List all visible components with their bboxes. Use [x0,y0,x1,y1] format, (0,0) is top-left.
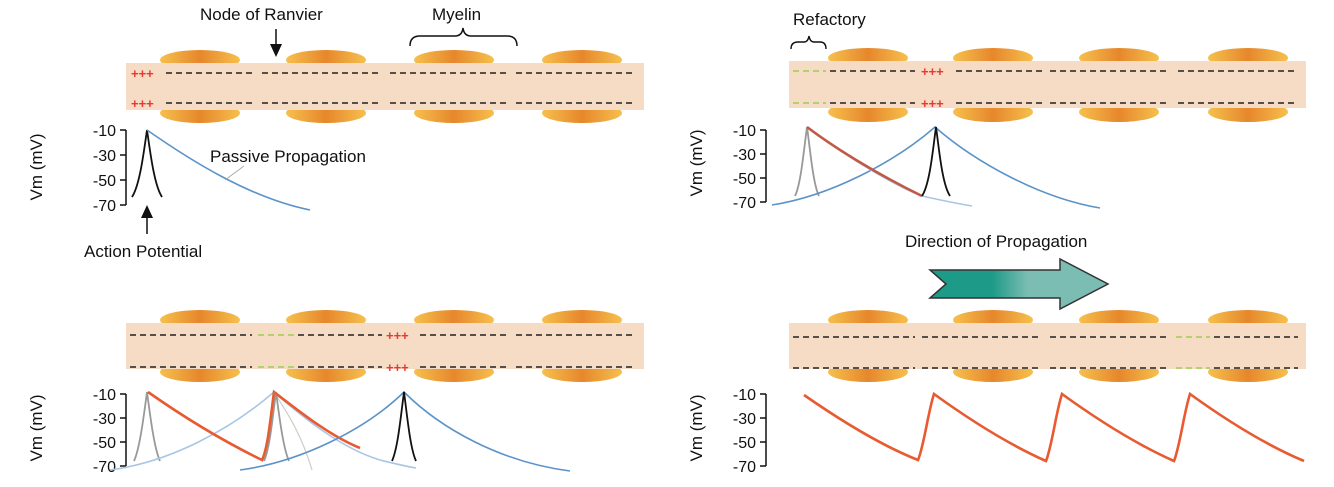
action-potential-label: Action Potential [84,242,202,261]
node-of-ranvier-label: Node of Ranvier [200,5,323,24]
tick-label: -50 [733,171,756,188]
passive-propagation-faded [109,391,275,471]
positive-charges: +++ [921,96,944,111]
positive-charges: +++ [131,66,154,81]
action-potential-spike [921,126,951,197]
tick-label: -50 [93,173,116,190]
positive-charges: +++ [131,96,154,111]
myelin-brace [409,27,518,47]
tick-label: -50 [93,435,116,452]
passive-label-pointer [224,165,245,181]
tick-label: -30 [93,148,116,165]
membrane-lines [793,336,1298,369]
tick-label: -30 [733,411,756,428]
y-axis-label: Vm (mV) [27,394,46,461]
passive-propagation-label: Passive Propagation [210,147,366,166]
tick-label: -10 [93,387,116,404]
myelin-label: Myelin [432,5,481,24]
y-axis-label: Vm (mV) [687,129,706,196]
axon [126,63,644,110]
axon [789,61,1306,108]
tick-label: -70 [93,198,116,215]
axon [789,323,1306,369]
y-axis: -10 -30 -50 -70 Vm (mV) [687,123,767,212]
axon [126,323,644,369]
membrane-lines [793,70,1298,104]
propagating-potential [147,389,361,462]
tick-label: -50 [733,435,756,452]
panel-refractory: +++ +++ Refactory -10 -30 -50 -70 Vm (mV… [687,10,1306,212]
tick-label: -70 [93,459,116,476]
y-axis: -10 -30 -50 -70 Vm (mV) [27,387,127,476]
positive-charges: +++ [386,360,409,375]
positive-charges: +++ [921,64,944,79]
tick-label: -70 [733,459,756,476]
propagating-potential [806,125,923,198]
y-axis-label: Vm (mV) [687,394,706,461]
passive-propagation-curve [146,129,311,211]
gray-decay-trace [273,391,313,471]
tick-label: -10 [733,387,756,404]
tick-label: -10 [93,123,116,140]
y-axis-label: Vm (mV) [27,133,46,200]
direction-label: Direction of Propagation [905,232,1087,251]
passive-propagation-curve [771,125,1101,209]
y-axis: -10 -30 -50 -70 Vm (mV) [687,387,767,476]
node-pointer-arrow [270,29,282,57]
action-potential-pointer-arrow [141,205,153,234]
refractory-label: Refactory [793,10,866,29]
panel-saltatory-train: -10 -30 -50 -70 Vm (mV) [687,310,1306,476]
y-axis: -10 -30 -50 -70 Vm (mV) [27,123,127,215]
refractory-brace [790,35,827,50]
membrane-lines [130,334,636,368]
action-potential-spike [391,391,417,462]
previous-action-potential [133,391,161,462]
passive-propagation-faded [273,391,417,469]
passive-propagation-faded [806,126,973,207]
tick-label: -10 [733,123,756,140]
panel-resting-axon: +++ +++ Node of Ranvier Myelin -10 -30 -… [27,5,644,261]
tick-label: -30 [93,411,116,428]
previous-action-potential [794,126,820,197]
membrane-lines [166,72,636,104]
direction-arrow [928,257,1110,311]
saltatory-potential-train [803,391,1305,463]
tick-label: -70 [733,195,756,212]
positive-charges: +++ [386,328,409,343]
panel-propagating: +++ +++ -10 -30 -50 -70 Vm (mV) [27,310,644,476]
tick-label: -30 [733,147,756,164]
action-potential-spike [131,129,163,198]
